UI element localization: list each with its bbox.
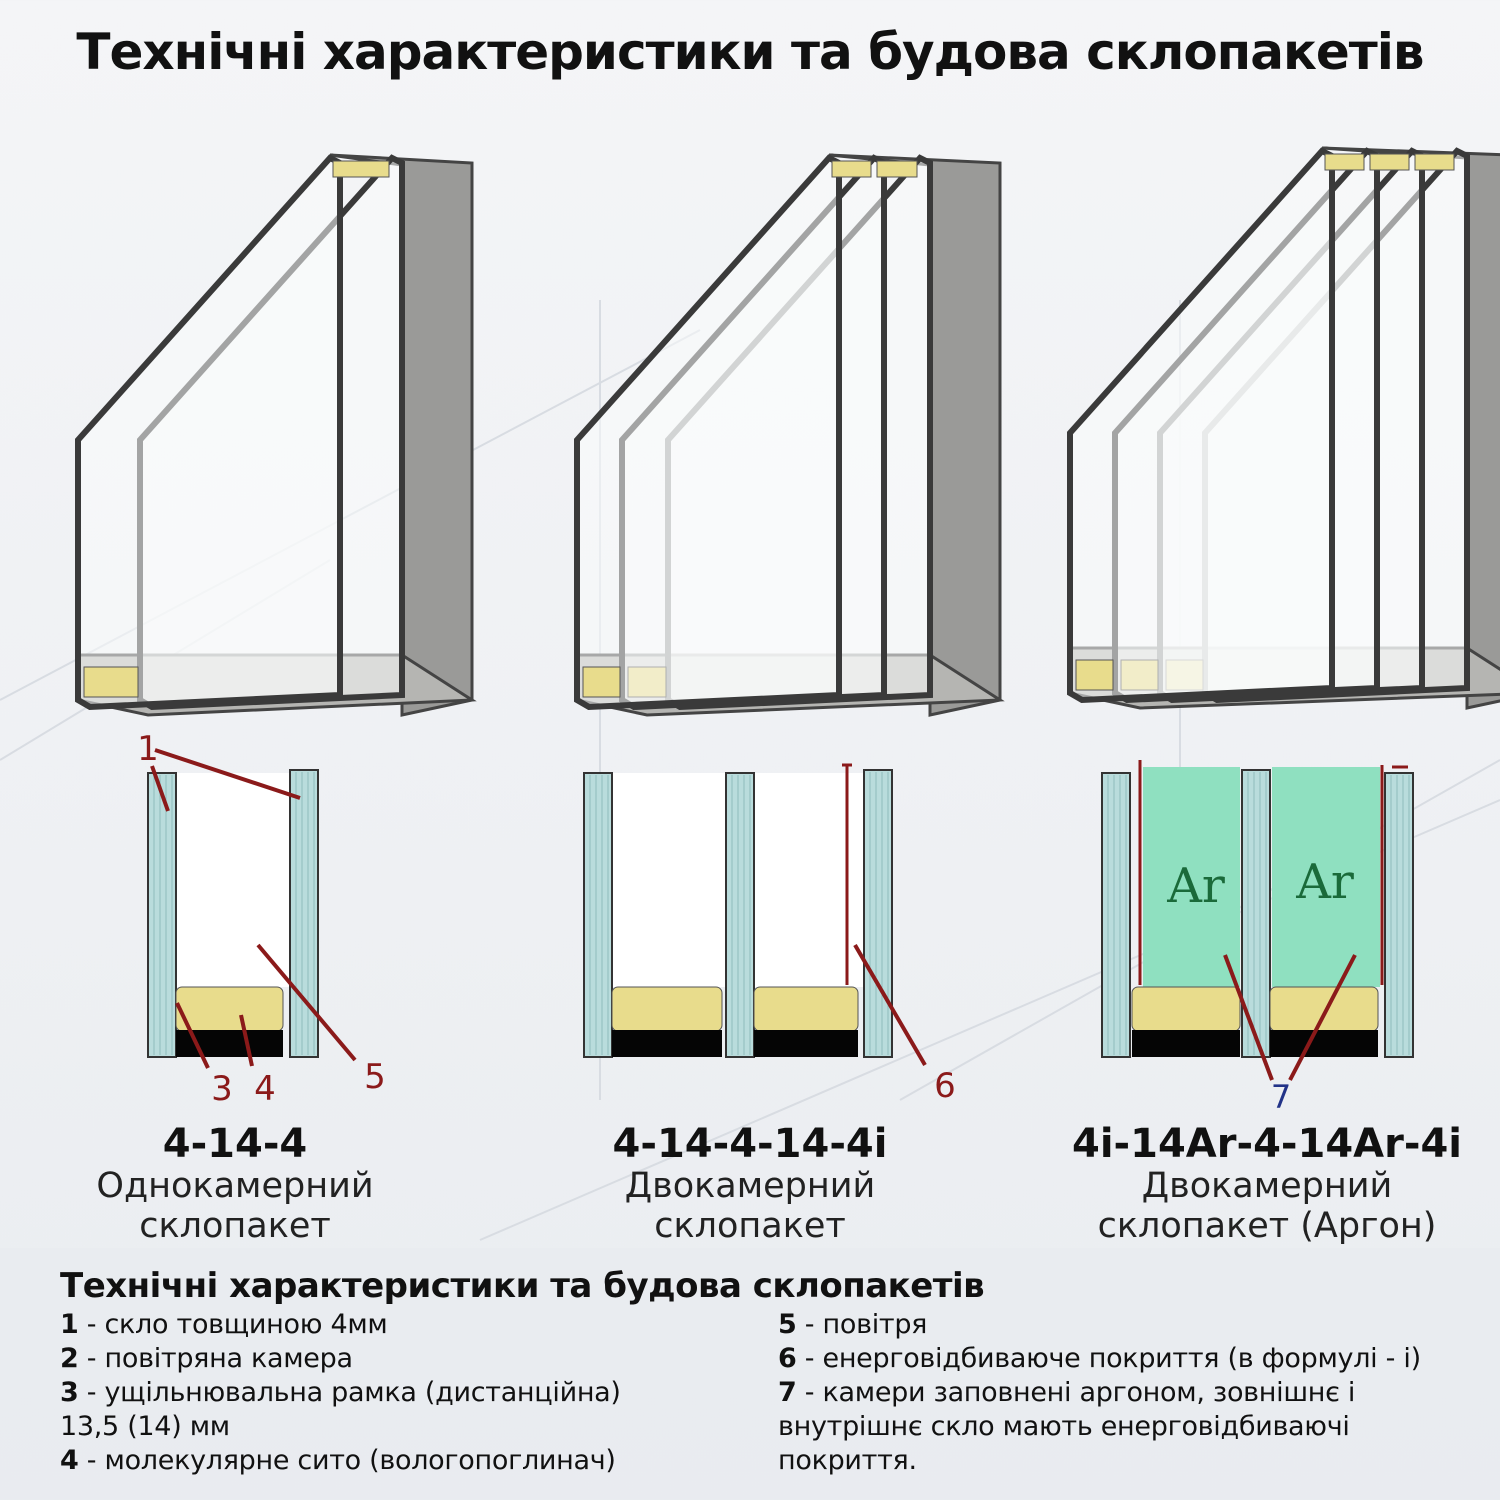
spacer-section xyxy=(1131,986,1241,1032)
callout-line xyxy=(1223,954,1274,1081)
argon-chamber xyxy=(1272,767,1380,987)
glass-section xyxy=(1101,772,1131,1058)
legend-text: - повітряна камера xyxy=(78,1343,353,1374)
callout-line xyxy=(154,748,301,800)
spacer-top xyxy=(1324,153,1365,171)
callout-line xyxy=(853,943,927,1067)
legend-text: покриття. xyxy=(778,1445,917,1476)
spacer-section xyxy=(175,986,284,1032)
air-chamber xyxy=(176,773,290,987)
legend-num: 3 xyxy=(60,1377,79,1408)
callout-line xyxy=(256,943,357,1062)
spacer-top xyxy=(876,160,918,178)
spacer-section xyxy=(611,986,723,1032)
callout-1: 1 xyxy=(137,729,159,769)
legend-num: 1 xyxy=(60,1309,79,1340)
argon-label: Ar xyxy=(1295,854,1354,910)
sealant-section xyxy=(1270,1030,1378,1057)
unit-desc-2b: склопакет xyxy=(654,1206,846,1246)
spacer-section xyxy=(753,986,859,1032)
legend-num: 2 xyxy=(60,1343,79,1374)
spacer-section xyxy=(1269,986,1379,1032)
unit-code-1: 4-14-4 xyxy=(162,1121,308,1167)
spacer-top xyxy=(831,160,872,178)
legend-item: 4 - молекулярне сито (вологопоглинач) xyxy=(60,1444,616,1478)
legend-text: - енерговідбиваюче покриття (в формулі -… xyxy=(796,1343,1421,1374)
sealant-section xyxy=(612,1030,722,1057)
glass-section xyxy=(725,772,755,1058)
spacer-top xyxy=(1414,153,1455,171)
legend-item: 13,5 (14) мм xyxy=(60,1410,230,1444)
unit-code-2: 4-14-4-14-4i xyxy=(612,1121,888,1167)
callout-line xyxy=(175,1002,210,1069)
legend-num: 5 xyxy=(778,1309,797,1340)
unit-desc-1a: Однокамерний xyxy=(96,1166,374,1206)
legend-item: 5 - повітря xyxy=(778,1308,927,1342)
legend-item: 6 - енерговідбиваюче покриття (в формулі… xyxy=(778,1342,1421,1376)
legend-text: внутрішнє скло мають енерговідбиваючі xyxy=(778,1411,1350,1442)
callout-7: 7 xyxy=(1271,1078,1291,1116)
page-title: Технічні характеристики та будова склопа… xyxy=(76,23,1424,81)
callout-line xyxy=(1288,954,1357,1081)
legend-text: - повітря xyxy=(796,1309,928,1340)
legend-item: 2 - повітряна камера xyxy=(60,1342,353,1376)
spacer-top xyxy=(1369,153,1410,171)
legend-item: покриття. xyxy=(778,1444,917,1478)
callout-line xyxy=(239,1014,254,1067)
glass-pane xyxy=(75,154,343,711)
argon-chamber xyxy=(1143,767,1240,987)
glass-section xyxy=(863,769,893,1058)
legend-num: 6 xyxy=(778,1343,797,1374)
unit-desc-3a: Двокамерний xyxy=(1141,1166,1393,1206)
glass-section xyxy=(147,772,177,1058)
legend-item: 7 - камери заповнені аргоном, зовнішнє і xyxy=(778,1376,1355,1410)
spacer-bottom xyxy=(582,666,621,698)
glass-pane xyxy=(1067,147,1335,704)
glass-section xyxy=(583,772,613,1058)
unit-code-3: 4i-14Ar-4-14Ar-4i xyxy=(1071,1121,1463,1167)
argon-label: Ar xyxy=(1166,858,1225,914)
glass-pane xyxy=(574,154,842,711)
legend-text: - камери заповнені аргоном, зовнішнє і xyxy=(796,1377,1356,1408)
legend-text: - ущільнювальна рамка (дистанційна) xyxy=(78,1377,621,1408)
spacer-bottom xyxy=(83,666,139,698)
callout-4: 4 xyxy=(254,1069,276,1109)
callout-3: 3 xyxy=(211,1069,233,1109)
legend-num: 4 xyxy=(60,1445,79,1476)
legend-title: Технічні характеристики та будова склопа… xyxy=(60,1266,985,1306)
unit-desc-2a: Двокамерний xyxy=(624,1166,876,1206)
unit-desc-3b: склопакет (Аргон) xyxy=(1097,1206,1437,1246)
legend-text: - скло товщиною 4мм xyxy=(78,1309,388,1340)
legend-item: внутрішнє скло мають енерговідбиваючі xyxy=(778,1410,1350,1444)
spacer-top xyxy=(332,160,390,178)
legend-item: 3 - ущільнювальна рамка (дистанційна) xyxy=(60,1376,621,1410)
unit-desc-1b: склопакет xyxy=(139,1206,331,1246)
sealant-section xyxy=(1132,1030,1240,1057)
spacer-bottom xyxy=(1075,659,1114,691)
callout-5: 5 xyxy=(364,1057,386,1097)
legend-num: 7 xyxy=(778,1377,797,1408)
legend-item: 1 - скло товщиною 4мм xyxy=(60,1308,388,1342)
callout-line xyxy=(150,765,170,812)
legend-panel: Технічні характеристики та будова склопа… xyxy=(0,1248,1500,1500)
callout-6: 6 xyxy=(934,1066,956,1106)
glass-section xyxy=(1384,772,1414,1058)
sealant-section xyxy=(754,1030,858,1057)
legend-text: 13,5 (14) мм xyxy=(60,1411,230,1442)
air-chamber xyxy=(612,773,726,987)
legend-text: - молекулярне сито (вологопоглинач) xyxy=(78,1445,616,1476)
